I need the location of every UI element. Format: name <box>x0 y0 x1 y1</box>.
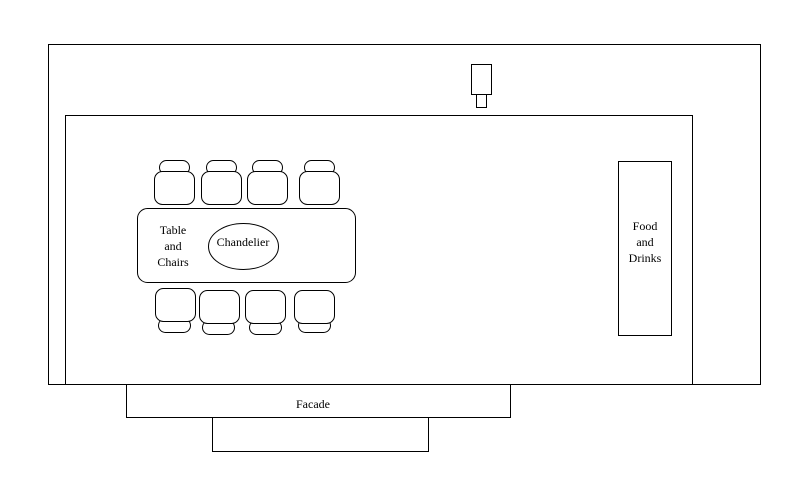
chair <box>199 290 240 335</box>
table-label-line1: Table <box>160 223 186 237</box>
facade-label: Facade <box>296 397 330 411</box>
bottom-chairs <box>155 288 335 335</box>
food-drinks-table <box>618 161 672 336</box>
food-label-line1: Food <box>633 219 658 233</box>
entrance-step <box>212 417 429 452</box>
chandelier-label: Chandelier <box>217 235 270 249</box>
chair <box>201 160 242 205</box>
chair <box>247 160 288 205</box>
facade <box>126 384 511 418</box>
chair <box>154 160 195 205</box>
food-label-line2: and <box>636 235 653 249</box>
food-label-line3: Drinks <box>629 251 662 265</box>
fixture-base <box>476 94 487 108</box>
chair <box>294 290 335 333</box>
chair <box>299 160 340 205</box>
fixture-body <box>471 64 492 95</box>
chandelier <box>208 223 279 270</box>
chair <box>245 290 286 335</box>
table-label-line2: and <box>164 239 181 253</box>
chair <box>155 288 196 333</box>
table-label-line3: Chairs <box>157 255 189 269</box>
top-chairs <box>154 160 340 205</box>
